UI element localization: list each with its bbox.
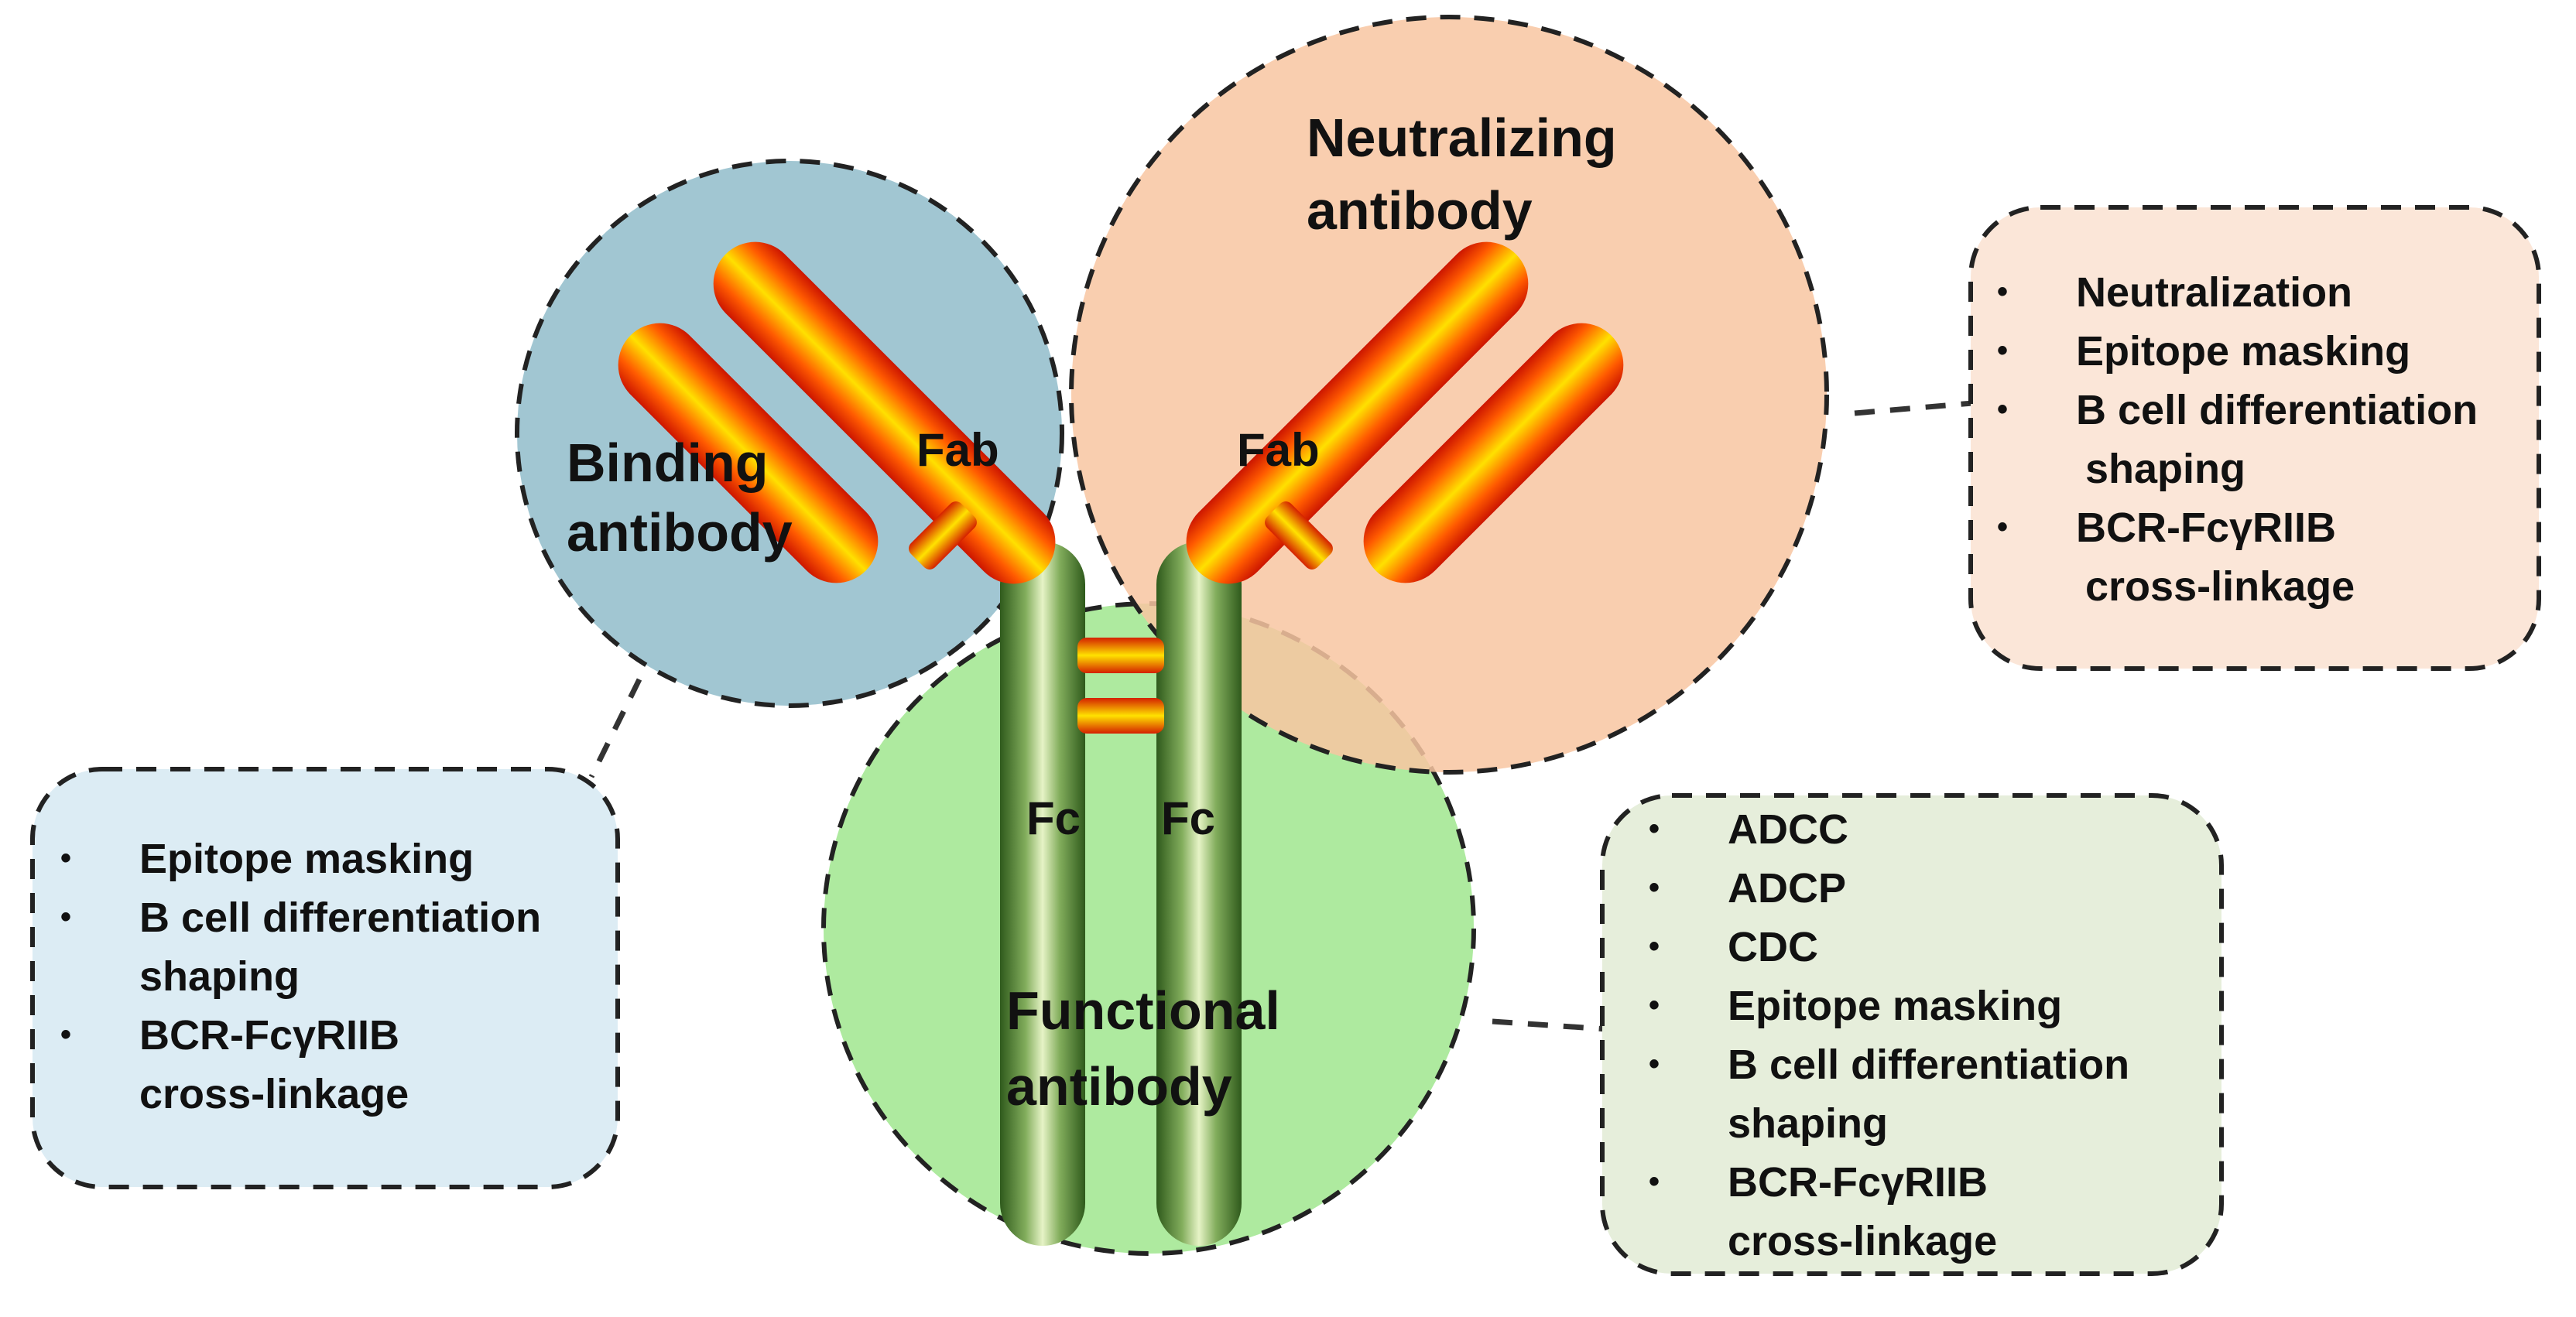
hinge-bond-upper bbox=[1077, 638, 1164, 673]
connector-neutralizing bbox=[1854, 399, 1982, 416]
neutralizing-function-item: B cell differentiation bbox=[2076, 387, 2478, 433]
bullet-icon: • bbox=[1997, 275, 2008, 309]
bullet-icon: • bbox=[1649, 1047, 1660, 1081]
functional-antibody-title-line2: antibody bbox=[1006, 1056, 1232, 1117]
bullet-icon: • bbox=[1997, 392, 2008, 426]
bullet-icon: • bbox=[60, 1018, 71, 1052]
binding-function-item: cross-linkage bbox=[139, 1071, 409, 1117]
binding-function-item: shaping bbox=[139, 953, 300, 1000]
hinge-bond-lower bbox=[1077, 698, 1164, 734]
binding-info-box bbox=[30, 767, 620, 1189]
fab-left-interchain-bond bbox=[909, 501, 977, 570]
binding-antibody-title-line2: antibody bbox=[567, 502, 793, 563]
bullet-icon: • bbox=[1997, 334, 2008, 368]
binding-function-item: B cell differentiation bbox=[139, 895, 541, 941]
fab-right-interchain-bond bbox=[1265, 501, 1333, 570]
fab-right-arm bbox=[1186, 241, 1624, 584]
fab-left-label: Fab bbox=[916, 424, 999, 476]
neutralizing-antibody-circle bbox=[1069, 15, 1829, 775]
fab-right-heavy bbox=[1186, 241, 1529, 584]
bullet-icon: • bbox=[1649, 1165, 1660, 1199]
bullet-icon: • bbox=[60, 841, 71, 875]
functional-function-item: cross-linkage bbox=[1728, 1218, 1997, 1264]
binding-function-list: • Epitope masking • B cell differentiation s… bbox=[60, 836, 541, 1117]
neutralizing-function-item: BCR-FcγRIIB bbox=[2076, 505, 2336, 551]
neutralizing-function-list: • Neutralization • Epitope masking • B cell d… bbox=[1997, 269, 2478, 610]
fab-left-arm bbox=[618, 241, 1056, 584]
neutralizing-function-item: Epitope masking bbox=[2076, 328, 2410, 375]
functional-function-item: Epitope masking bbox=[1728, 983, 2062, 1029]
fc-left-chain bbox=[1000, 542, 1085, 1246]
bullet-icon: • bbox=[1997, 510, 2008, 544]
neutralizing-function-item: cross-linkage bbox=[2085, 563, 2355, 610]
antibody-structure bbox=[618, 241, 1624, 1246]
functional-function-item: CDC bbox=[1728, 924, 1818, 970]
functional-function-item: ADCC bbox=[1728, 806, 1848, 853]
bullet-icon: • bbox=[1649, 929, 1660, 963]
functional-function-item: ADCP bbox=[1728, 865, 1846, 912]
neutralizing-function-item: Neutralization bbox=[2076, 269, 2352, 316]
functional-function-item: BCR-FcγRIIB bbox=[1728, 1159, 1988, 1206]
connector-binding bbox=[588, 678, 642, 778]
neutralizing-function-item: shaping bbox=[2085, 446, 2245, 492]
binding-antibody-circle bbox=[515, 159, 1064, 708]
bullet-icon: • bbox=[60, 900, 71, 934]
fc-right-label: Fc bbox=[1161, 792, 1215, 844]
functional-function-list: • ADCC • ADCP • CDC • Epitope masking • B cell di… bbox=[1649, 806, 2129, 1264]
binding-function-item: BCR-FcγRIIB bbox=[139, 1012, 399, 1059]
functional-function-item: shaping bbox=[1728, 1100, 1888, 1147]
connector-lines bbox=[588, 399, 1982, 1032]
fab-left-light bbox=[618, 323, 879, 583]
neutralizing-antibody-title-line1: Neutralizing bbox=[1307, 108, 1617, 168]
binding-function-item: Epitope masking bbox=[139, 836, 474, 882]
functional-antibody-circle bbox=[821, 601, 1476, 1256]
fab-left-heavy bbox=[713, 241, 1056, 584]
bullet-icon: • bbox=[1649, 871, 1660, 905]
neutralizing-antibody-title-line2: antibody bbox=[1307, 180, 1533, 241]
fc-left-label: Fc bbox=[1026, 792, 1081, 844]
fab-right-light bbox=[1363, 323, 1624, 583]
binding-antibody-title-line1: Binding bbox=[567, 433, 768, 493]
neutralizing-info-box bbox=[1968, 205, 2541, 671]
bullet-icon: • bbox=[1649, 812, 1660, 846]
fab-right-label: Fab bbox=[1237, 424, 1320, 476]
functional-function-item: B cell differentiation bbox=[1728, 1042, 2129, 1088]
fc-right-chain bbox=[1156, 542, 1242, 1246]
functional-antibody-title-line1: Functional bbox=[1006, 980, 1280, 1041]
connector-functional bbox=[1492, 1018, 1608, 1032]
bullet-icon: • bbox=[1649, 988, 1660, 1022]
functional-info-box bbox=[1600, 793, 2224, 1276]
